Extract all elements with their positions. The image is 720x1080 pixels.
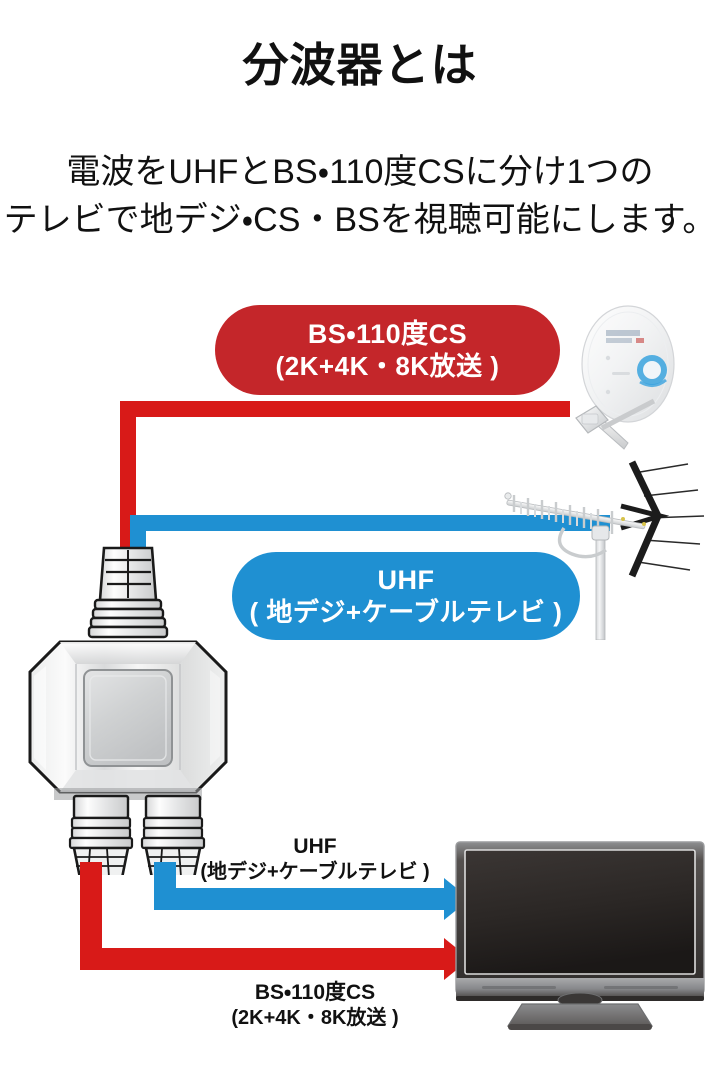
television-icon <box>452 838 708 1038</box>
caption-bs-line-1: BS・110度CS <box>254 981 376 1004</box>
badge-uhf-line-1: UHF <box>377 564 435 595</box>
badge-uhf: UHF ( 地デジ+ケーブルテレビ ) <box>232 552 580 640</box>
cable-uhf-horizontal <box>130 515 610 531</box>
description-line-1: 電波をUHFとBS・110度CSに分け1つの <box>66 153 654 191</box>
cable-out-bs-vertical <box>80 862 102 970</box>
badge-bs-line-1: BS・110度CS <box>307 318 468 349</box>
caption-bs-line-2: (2K+4K・8K放送 ) <box>231 1006 399 1029</box>
page-description: 電波をUHFとBS・110度CSに分け1つの テレビで地デジ・CS・BSを視聴可… <box>0 148 720 245</box>
cable-bs-horizontal <box>120 401 570 417</box>
cable-out-bs-horizontal <box>80 948 450 970</box>
badge-uhf-line-2: ( 地デジ+ケーブルテレビ ) <box>249 596 563 627</box>
page-title: 分波器とは <box>242 39 478 91</box>
caption-bs: BS・110度CS (2K+4K・8K放送 ) <box>170 980 460 1030</box>
caption-uhf-line-1: UHF <box>293 835 337 858</box>
badge-bs-line-2: (2K+4K・8K放送 ) <box>275 350 500 381</box>
signal-splitter-device <box>12 530 244 880</box>
satellite-dish-icon <box>536 302 714 462</box>
caption-uhf: UHF (地デジ+ケーブルテレビ ) <box>170 834 460 884</box>
description-line-2: テレビで地デジ・CS・BSを視聴可能にします。 <box>3 201 717 240</box>
badge-bs-110-cs: BS・110度CS (2K+4K・8K放送 ) <box>215 305 560 395</box>
cable-out-uhf-horizontal <box>154 888 450 910</box>
caption-uhf-line-2: (地デジ+ケーブルテレビ ) <box>200 860 430 883</box>
splitter-body <box>28 640 228 800</box>
cable-uhf-vertical <box>130 515 146 551</box>
cable-bs-vertical <box>120 401 136 551</box>
splitter-input-connector <box>87 546 169 639</box>
yagi-antenna-icon <box>492 440 720 641</box>
